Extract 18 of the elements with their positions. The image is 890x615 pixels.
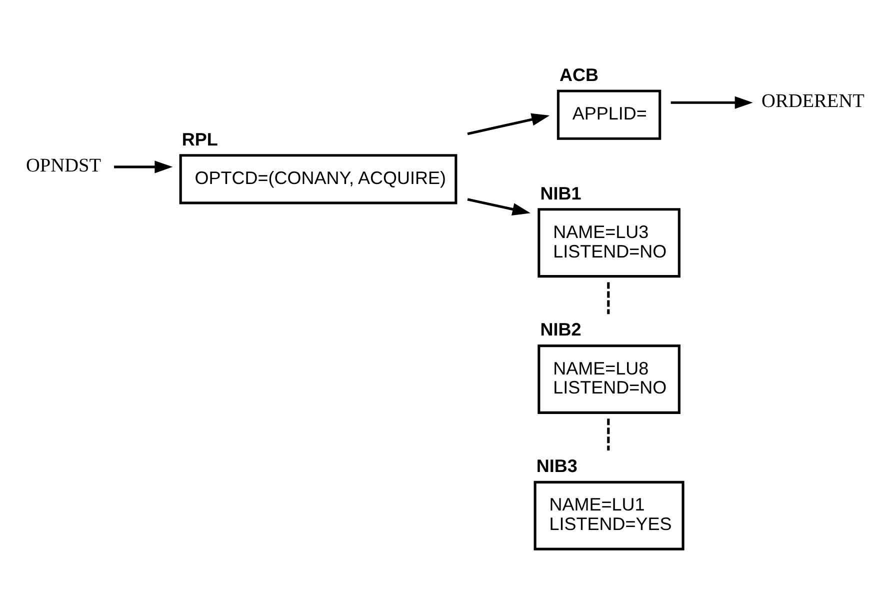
node-box: OPTCD=(CONANY, ACQUIRE): [179, 154, 458, 204]
node-box: NAME=LU1 LISTEND=YES: [534, 480, 684, 550]
node-box: NAME=LU8 LISTEND=NO: [538, 344, 680, 414]
node-box: NAME=LU3 LISTEND=NO: [538, 208, 680, 278]
connector: [607, 418, 610, 451]
arrow: [114, 160, 173, 174]
node-label: NIB1: [540, 183, 582, 204]
node-label: RPL: [182, 129, 218, 150]
arrow: [467, 198, 530, 216]
arrow: [670, 96, 753, 109]
arrow: [467, 113, 550, 136]
node-label: NIB3: [536, 456, 578, 476]
node-text: OPNDST: [26, 155, 102, 176]
node-box: APPLID=: [556, 90, 662, 140]
node-label: NIB2: [540, 320, 582, 340]
node-text: ORDERENT: [762, 91, 864, 112]
connector: [607, 282, 610, 314]
node-label: ACB: [560, 64, 599, 85]
